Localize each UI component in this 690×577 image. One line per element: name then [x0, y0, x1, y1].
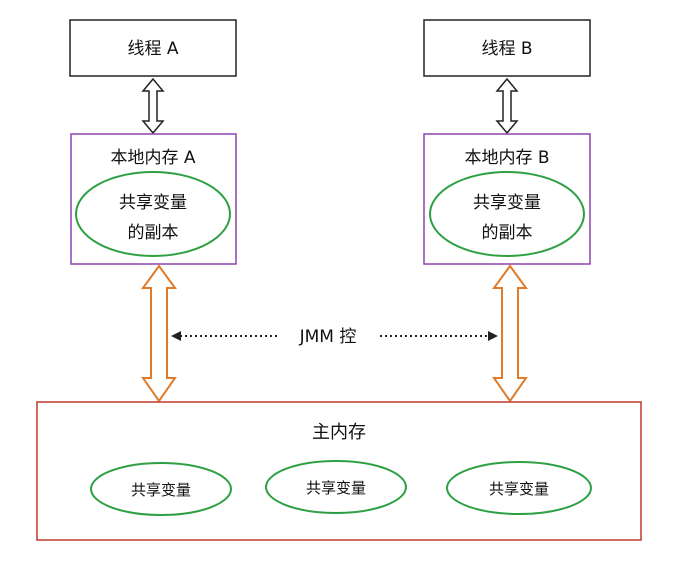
main-memory-variable-label-3: 共享变量: [489, 480, 549, 498]
main-memory-title: 主内存: [312, 422, 366, 443]
main-memory-variable-label-1: 共享变量: [131, 481, 191, 499]
main-memory-variable-ellipse-3: [446, 461, 592, 515]
local-memory-b-variable-ellipse: [429, 171, 585, 257]
local-memory-b-variable-line1: 共享变量: [473, 193, 541, 213]
local-memory-b-variable-line2: 的副本: [482, 223, 533, 243]
local-memory-a-variable-ellipse: [75, 171, 231, 257]
thread-a-label: 线程 A: [127, 39, 178, 59]
thread-b-box: [423, 19, 591, 77]
local-b-main-double-arrow: [492, 264, 528, 403]
jmm-control-connector: JMM 控: [171, 327, 498, 347]
main-memory-variable-ellipse-1: [90, 462, 232, 516]
thread-a-box: [69, 19, 237, 77]
local-memory-a-variable-line2: 的副本: [128, 223, 179, 243]
jmm-arrowhead-left: [171, 331, 181, 341]
main-memory-variable-label-2: 共享变量: [306, 479, 366, 497]
jmm-arrowhead-right: [488, 331, 498, 341]
local-a-main-double-arrow: [141, 264, 177, 403]
local-memory-b: 本地内存 B 共享变量 的副本: [423, 133, 591, 265]
local-memory-a: 本地内存 A 共享变量 的副本: [70, 133, 237, 265]
local-memory-a-title: 本地内存 A: [110, 148, 195, 168]
main-memory-variable-ellipse-2: [265, 460, 407, 514]
thread-a-double-arrow: [141, 77, 165, 135]
local-memory-a-variable-line1: 共享变量: [119, 193, 187, 213]
main-memory: 主内存 共享变量 共享变量 共享变量: [36, 401, 642, 541]
thread-b-node: 线程 B: [423, 19, 591, 77]
thread-b-label: 线程 B: [481, 39, 532, 59]
thread-b-double-arrow: [495, 77, 519, 135]
jmm-control-label: JMM 控: [299, 327, 357, 347]
local-memory-b-title: 本地内存 B: [464, 148, 549, 168]
thread-a-node: 线程 A: [69, 19, 237, 77]
